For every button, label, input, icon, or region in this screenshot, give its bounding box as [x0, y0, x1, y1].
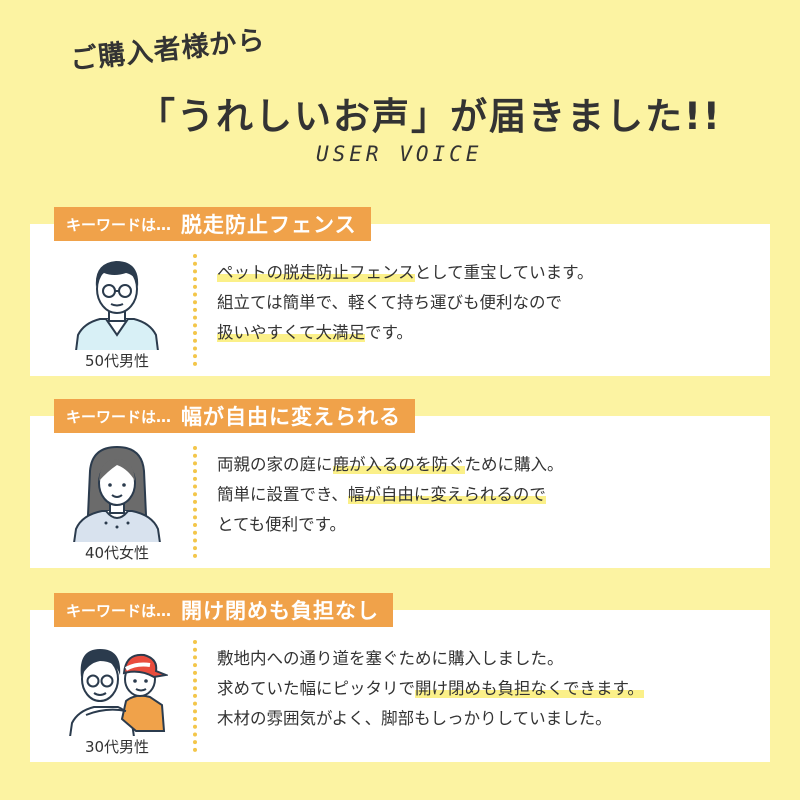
dotted-divider	[193, 640, 197, 752]
person-label: 50代男性	[60, 350, 174, 371]
comment-line: 組立ては簡単で、軽くて持ち運びも便利なので	[217, 288, 750, 318]
highlight: 開け閉めも負担なくできます。	[415, 679, 644, 698]
comment: 敷地内への通り道を塞ぐために購入しました。 求めていた幅にピッタリで開け閉めも負…	[217, 644, 750, 734]
comment-text: 求めていた幅にピッタリで	[217, 679, 415, 698]
person-label: 30代男性	[60, 736, 174, 757]
comment-text: とても便利です。	[217, 515, 347, 534]
keyword: 幅が自由に変えられる	[181, 405, 402, 429]
comment: 両親の家の庭に鹿が入るのを防ぐために購入。 簡単に設置でき、幅が自由に変えられる…	[217, 450, 750, 540]
person-label: 40代女性	[60, 542, 174, 563]
comment-text: として重宝しています。	[414, 263, 594, 282]
man-glasses-icon	[74, 261, 160, 351]
comment-text: ために購入。	[464, 455, 564, 474]
voice-card: キーワードは… 開け閉めも負担なし 30代男性 敷地内への通り道を塞ぐために購入…	[30, 593, 770, 762]
comment-line: 敷地内への通り道を塞ぐために購入しました。	[217, 644, 750, 674]
comment-line: 求めていた幅にピッタリで開け閉めも負担なくできます。	[217, 674, 750, 704]
header-line1: ご購入者様から	[68, 24, 267, 76]
header: ご購入者様から 「うれしいお声」が届きました!! USER VOICE	[0, 0, 800, 200]
comment-text: です。	[365, 323, 413, 342]
comment-text: 両親の家の庭に	[217, 455, 333, 474]
dotted-divider	[193, 254, 197, 366]
dotted-divider	[193, 446, 197, 558]
comment-line: 扱いやすくて大満足です。	[217, 318, 750, 348]
keyword-tag: キーワードは… 開け閉めも負担なし	[54, 593, 394, 627]
voice-card: キーワードは… 幅が自由に変えられる 40代女性 両親の家の庭に鹿が入るのを防ぐ…	[30, 399, 770, 568]
highlight: 扱いやすくて大満足	[217, 323, 366, 342]
comment-text: 組立ては簡単で、軽くて持ち運びも便利なので	[217, 293, 563, 312]
keyword-prefix: キーワードは…	[66, 215, 172, 234]
comment-line: 両親の家の庭に鹿が入るのを防ぐために購入。	[217, 450, 750, 480]
highlight: 幅が自由に変えられるので	[347, 485, 546, 504]
comment-line: とても便利です。	[217, 510, 750, 540]
header-subtitle: USER VOICE	[316, 142, 483, 166]
keyword-prefix: キーワードは…	[66, 601, 172, 620]
comment-line: ペットの脱走防止フェンスとして重宝しています。	[217, 258, 750, 288]
comment-line: 木材の雰囲気がよく、脚部もしっかりしていました。	[217, 704, 750, 734]
keyword: 脱走防止フェンス	[181, 213, 357, 237]
comment: ペットの脱走防止フェンスとして重宝しています。 組立ては簡単で、軽くて持ち運びも…	[217, 258, 750, 348]
header-title: 「うれしいお声」が届きました!!	[138, 95, 722, 138]
keyword-tag: キーワードは… 幅が自由に変えられる	[54, 399, 416, 433]
highlight: ペットの脱走防止フェンス	[217, 263, 415, 282]
keyword-tag: キーワードは… 脱走防止フェンス	[54, 207, 371, 241]
keyword-prefix: キーワードは…	[66, 407, 172, 426]
comment-text: 敷地内への通り道を塞ぐために購入しました。	[217, 649, 564, 668]
keyword: 開け閉めも負担なし	[181, 599, 380, 623]
comment-text: 簡単に設置でき、	[217, 485, 348, 504]
comment-line: 簡単に設置でき、幅が自由に変えられるので	[217, 480, 750, 510]
highlight: 鹿が入るのを防ぐ	[332, 455, 465, 474]
father-child-icon	[68, 649, 168, 737]
voice-card: キーワードは… 脱走防止フェンス 50代男性 ペットの脱走防止フェンスとして重宝…	[30, 207, 770, 376]
woman-icon	[72, 445, 162, 543]
comment-text: 木材の雰囲気がよく、脚部もしっかりしていました。	[217, 709, 612, 728]
